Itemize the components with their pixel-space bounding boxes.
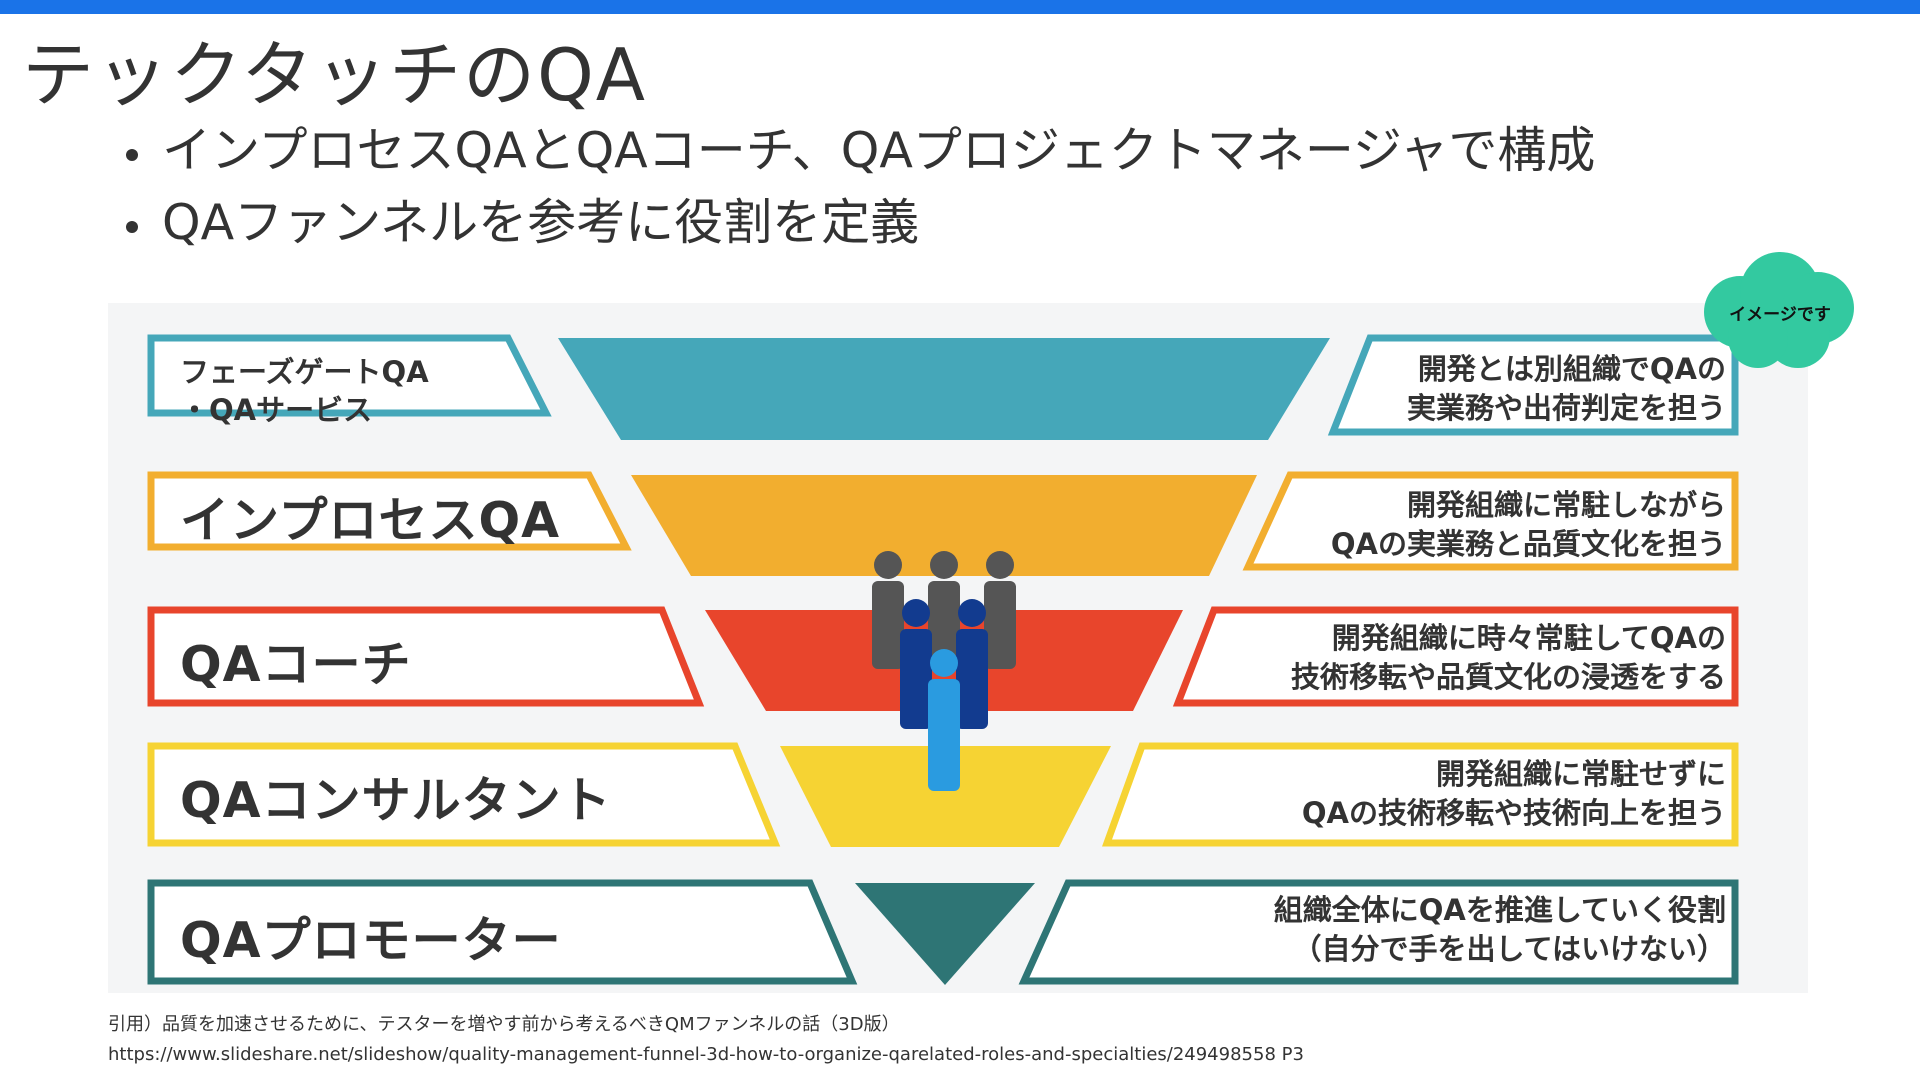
top-accent-bar: [0, 0, 1920, 14]
tier-1-label: フェーズゲートQA ・QAサービス: [180, 353, 429, 429]
bullet-item: QAファンネルを参考に役割を定義: [120, 187, 1595, 259]
bullet-list: インプロセスQAとQAコーチ、QAプロジェクトマネージャで構成 QAファンネルを…: [120, 115, 1595, 259]
tier-3-description: 開発組織に時々常駐してQAの 技術移転や品質文化の浸透をする: [1291, 619, 1726, 697]
bullet-item: インプロセスQAとQAコーチ、QAプロジェクトマネージャで構成: [120, 115, 1595, 187]
funnel-band: [558, 338, 1330, 440]
tier-5-label: QAプロモーター: [180, 901, 562, 972]
tier-3-label: QAコーチ: [180, 625, 412, 696]
citation-url: https://www.slideshare.net/slideshow/qua…: [108, 1040, 1304, 1070]
tier-2-description: 開発組織に常駐しながら QAの実業務と品質文化を担う: [1331, 486, 1726, 564]
callout-text: イメージです: [1700, 300, 1860, 325]
slide-title: テックタッチのQA: [22, 16, 647, 121]
qa-funnel-figure: フェーズゲートQA ・QAサービス インプロセスQA QAコーチ QAコンサルタ…: [108, 303, 1808, 993]
funnel-band: [855, 883, 1035, 985]
tier-1-description: 開発とは別組織でQAの 実業務や出荷判定を担う: [1407, 350, 1726, 428]
tier-4-description: 開発組織に常駐せずに QAの技術移転や技術向上を担う: [1302, 755, 1726, 833]
tier-2-label: インプロセスQA: [180, 481, 560, 552]
citation-title: 引用）品質を加速させるために、テスターを増やす前から考えるべきQMファンネルの話…: [108, 1010, 1304, 1040]
tier-4-label: QAコンサルタント: [180, 761, 612, 832]
citation: 引用）品質を加速させるために、テスターを増やす前から考えるべきQMファンネルの話…: [108, 1010, 1304, 1070]
tier-5-description: 組織全体にQAを推進していく役割 （自分で手を出してはいけない）: [1274, 891, 1726, 969]
